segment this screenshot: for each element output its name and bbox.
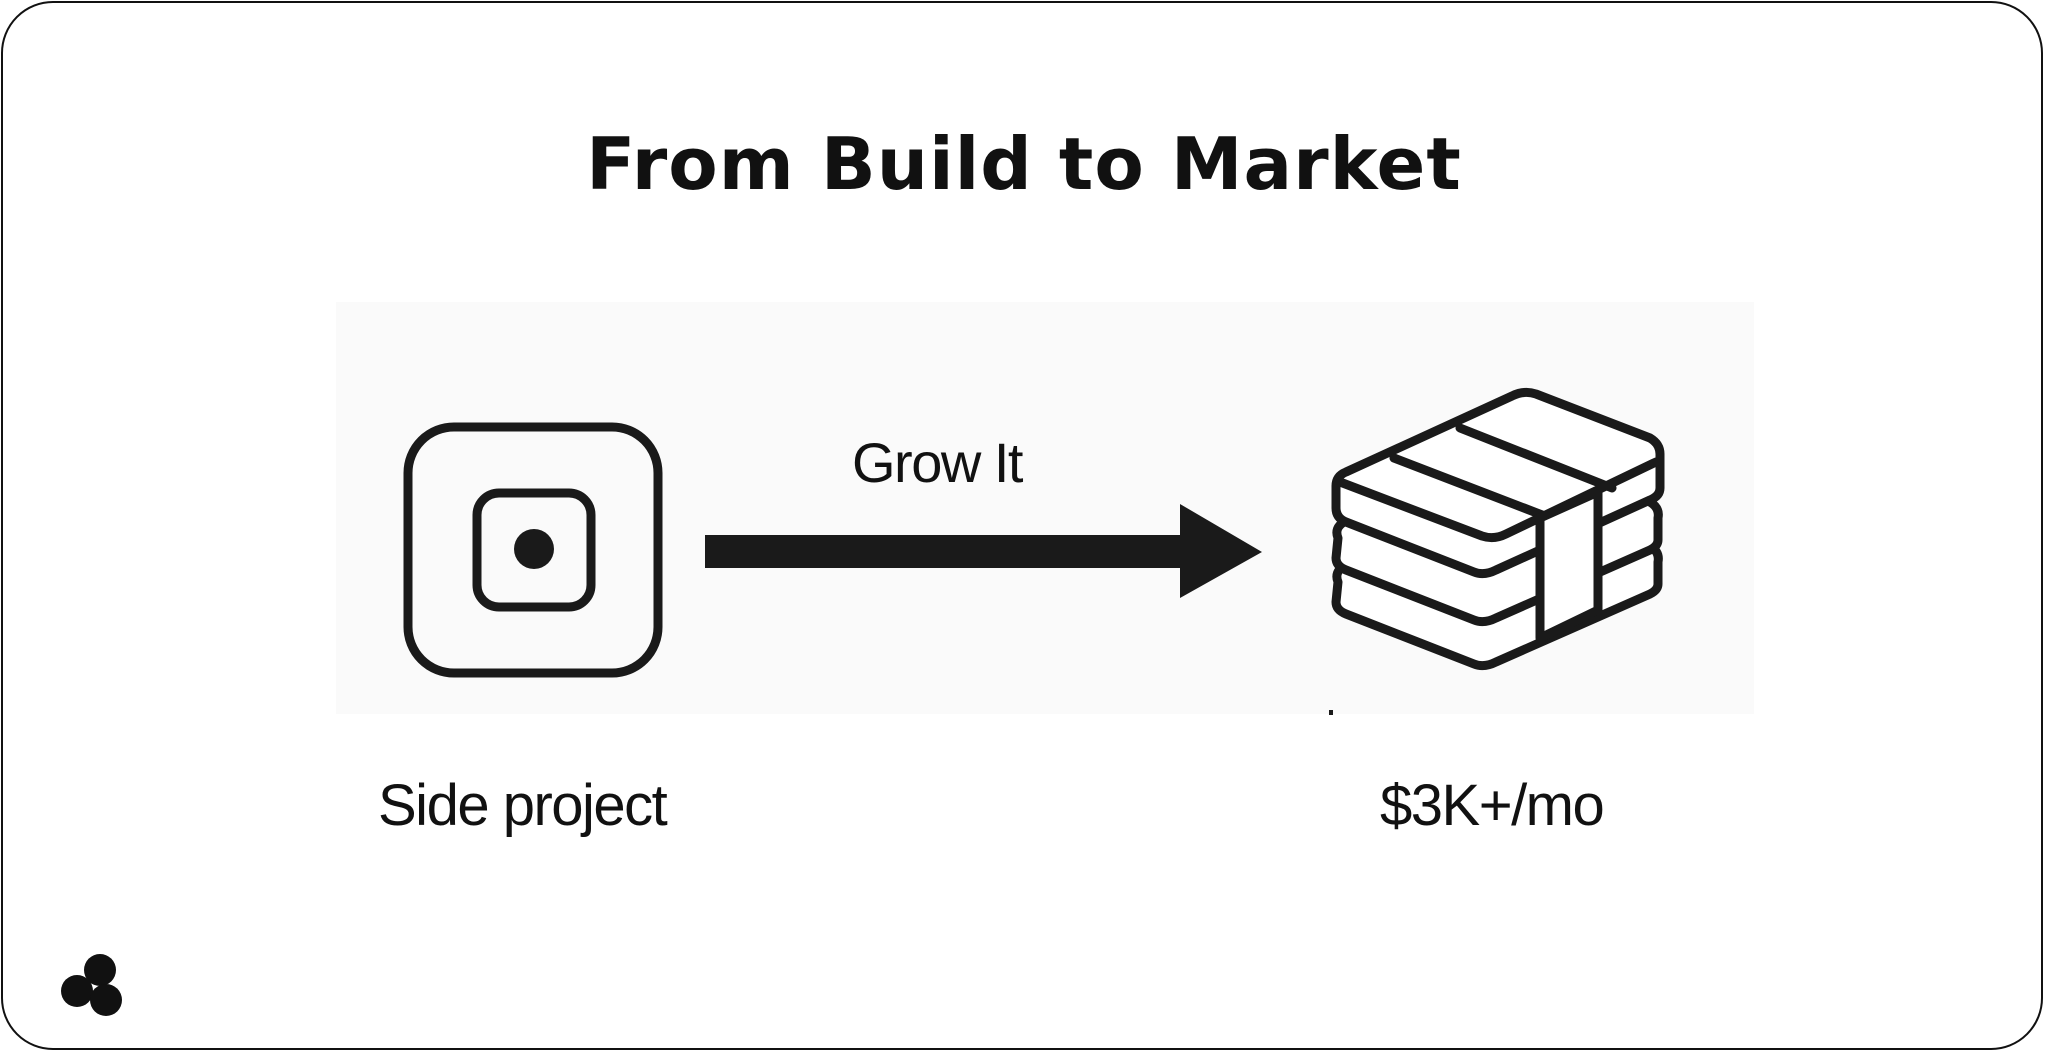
dot-mark (1329, 710, 1333, 715)
slide-title: From Build to Market (586, 122, 1462, 206)
arrow-label: Grow It (852, 431, 1023, 494)
right-caption: $3K+/mo (1380, 773, 1605, 838)
money-stack-icon (1331, 387, 1665, 671)
three-circles-logo-icon (61, 954, 122, 1016)
square-target-icon (403, 422, 663, 678)
arrow-right-icon (705, 504, 1262, 598)
left-caption: Side project (378, 773, 668, 838)
